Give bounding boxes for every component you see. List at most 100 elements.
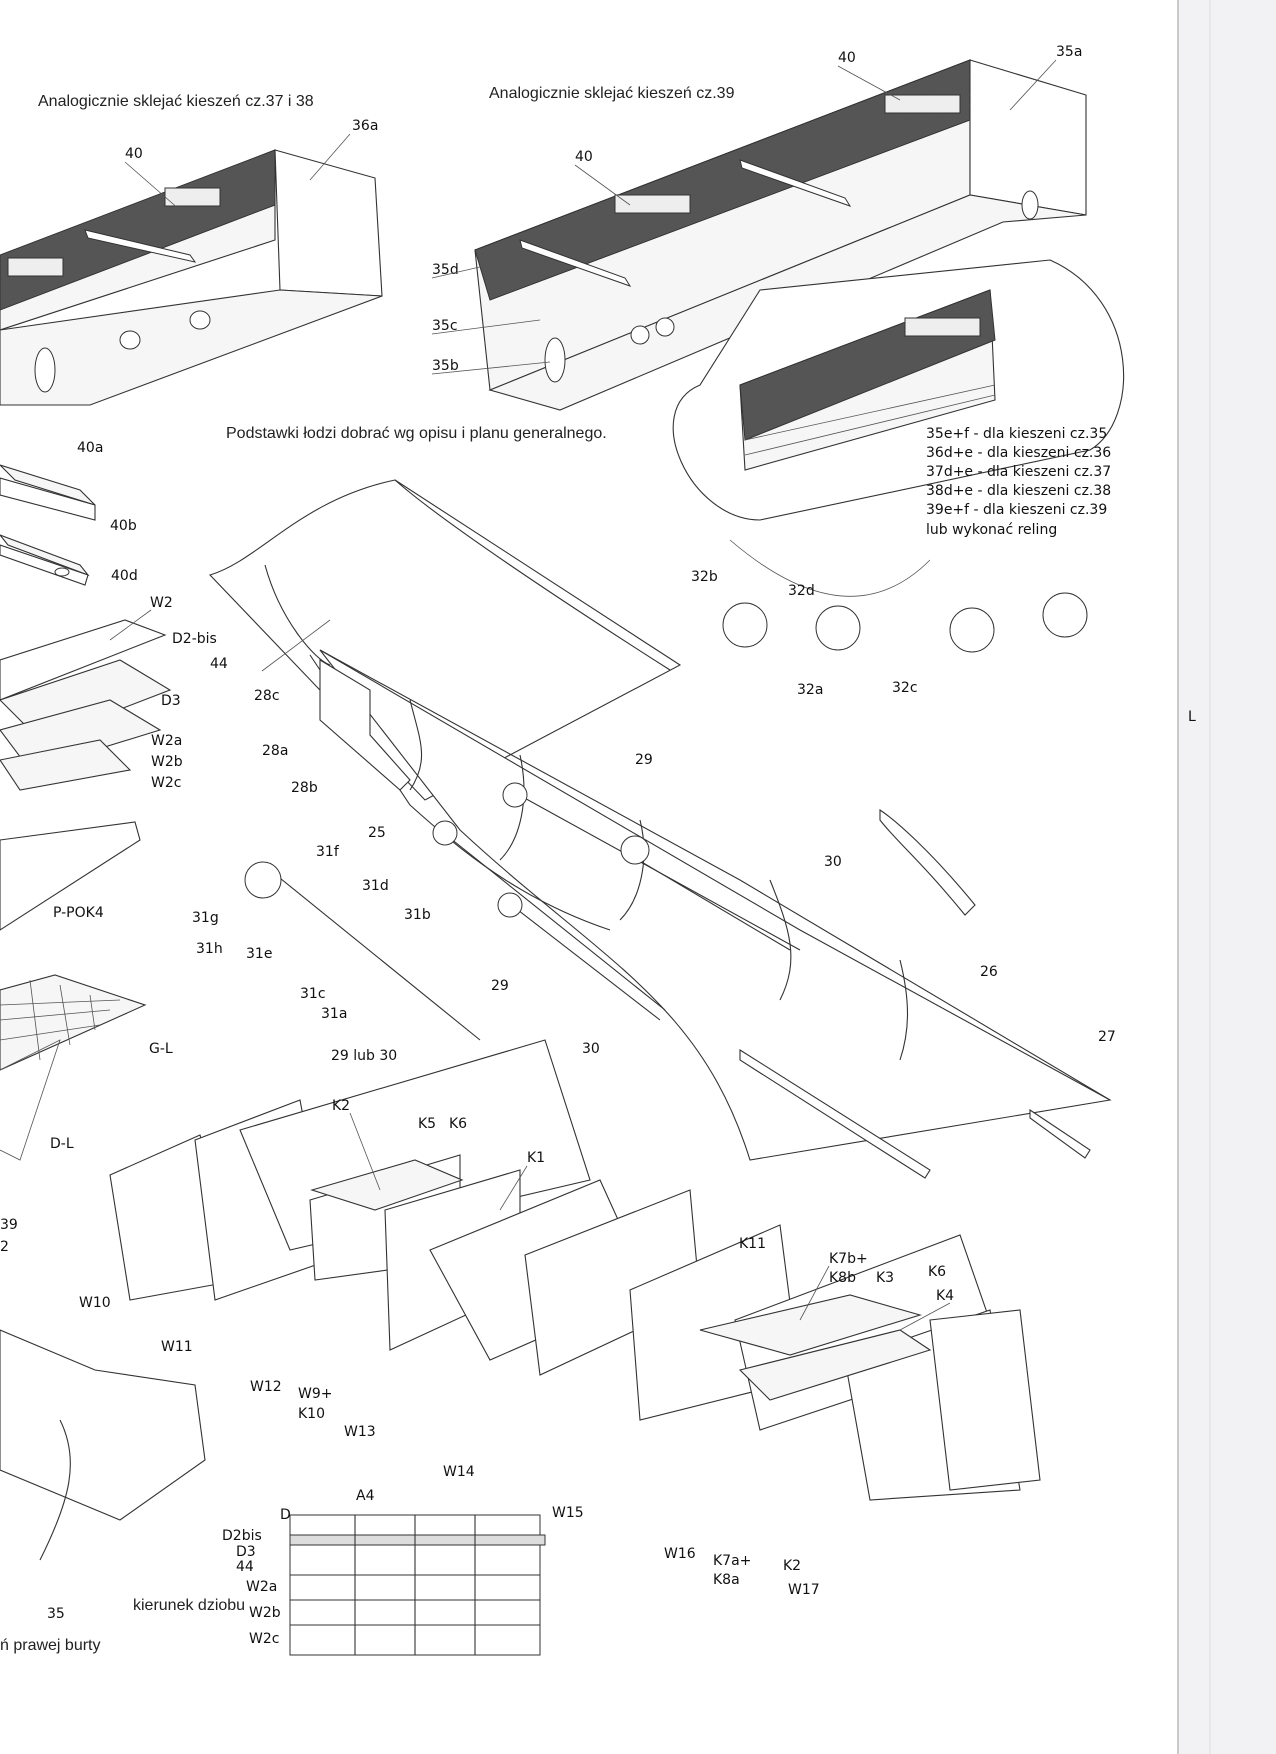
label-28a: 28a [262, 743, 288, 759]
label-K3: K3 [876, 1270, 894, 1286]
label-D3-b: D3 [236, 1544, 256, 1560]
label-K7a-K8a-line2: K8a [713, 1572, 740, 1588]
label-K6-b: K6 [928, 1264, 946, 1280]
label-W2: W2 [150, 595, 173, 611]
label-35d: 35d [432, 262, 459, 278]
pocket-rail-detail [672, 259, 1125, 597]
label-D2bis-b: D2bis [222, 1528, 262, 1544]
note-right-side: ń prawej burty [0, 1637, 101, 1654]
label-30-a: 30 [824, 854, 842, 870]
pocket-note-1: 35e+f - dla kieszeni cz.35 [926, 426, 1107, 442]
boat-stack-w2 [0, 619, 172, 791]
frame-g-l [0, 974, 147, 1161]
label-W9-K10-line1: W9+ [298, 1386, 332, 1402]
label-31g: 31g [192, 910, 219, 926]
label-28c: 28c [254, 688, 280, 704]
label-W15: W15 [552, 1505, 584, 1521]
label-28b: 28b [291, 780, 318, 796]
plate-p-pok4 [0, 821, 141, 931]
label-39-edge: 39 [0, 1217, 18, 1233]
pocket-note-2: 36d+e - dla kieszeni cz.36 [926, 445, 1111, 461]
label-K7b-K8b-line1: K7b+ [829, 1251, 868, 1267]
label-29-lub-30: 29 lub 30 [331, 1048, 397, 1064]
label-40-a: 40 [125, 146, 143, 162]
label-31e: 31e [246, 946, 272, 962]
propellers-32 [722, 592, 1088, 653]
label-44-b: 44 [236, 1559, 254, 1575]
label-W12: W12 [250, 1379, 282, 1395]
label-K11: K11 [739, 1236, 766, 1252]
label-29-a: 29 [635, 752, 653, 768]
label-K7a-K8a-line1: K7a+ [713, 1553, 751, 1569]
label-36a: 36a [352, 118, 378, 134]
note-glue-37-38: Analogicznie sklejać kieszeń cz.37 i 38 [38, 93, 314, 110]
label-35-edge: 35 [47, 1606, 65, 1622]
label-W16: W16 [664, 1546, 696, 1562]
label-31d: 31d [362, 878, 389, 894]
text-labels: Analogicznie sklejać kieszeń cz.37 i 38 … [0, 44, 1196, 1654]
label-K5: K5 [418, 1116, 436, 1132]
label-P-POK4: P-POK4 [53, 905, 104, 921]
label-W9-K10-line2: K10 [298, 1406, 325, 1422]
label-40-b: 40 [575, 149, 593, 165]
label-K2-a: K2 [332, 1098, 350, 1114]
label-K6-a: K6 [449, 1116, 467, 1132]
label-K1: K1 [527, 1150, 545, 1166]
page-edge-shadow [1178, 0, 1276, 1754]
pocket-note-6: lub wykonać reling [926, 522, 1057, 538]
superstructure-exploded [109, 1039, 1041, 1501]
label-D2-bis: D2-bis [172, 631, 217, 647]
pocket-notes: 35e+f - dla kieszeni cz.35 36d+e - dla k… [926, 426, 1111, 538]
label-A4: A4 [356, 1488, 375, 1504]
label-35a: 35a [1056, 44, 1082, 60]
label-31a: 31a [321, 1006, 347, 1022]
label-40d: 40d [111, 568, 138, 584]
section-diagram-a4 [289, 1514, 546, 1656]
hull-fragment-35 [0, 1329, 206, 1561]
label-W17: W17 [788, 1582, 820, 1598]
pocket-36-assembly [0, 149, 383, 406]
label-K7b-K8b-line2: K8b [829, 1270, 856, 1286]
note-glue-39: Analogicznie sklejać kieszeń cz.39 [489, 85, 735, 102]
label-31h: 31h [196, 941, 223, 957]
label-D3: D3 [161, 693, 181, 709]
label-40-c: 40 [838, 50, 856, 66]
label-W2b-b: W2b [249, 1605, 281, 1621]
pocket-note-4: 38d+e - dla kieszeni cz.38 [926, 483, 1111, 499]
label-32b: 32b [691, 569, 718, 585]
label-2-edge: 2 [0, 1239, 9, 1255]
pocket-note-5: 39e+f - dla kieszeni cz.39 [926, 502, 1107, 518]
label-35b: 35b [432, 358, 459, 374]
label-W14: W14 [443, 1464, 475, 1480]
label-G-L: G-L [149, 1041, 173, 1057]
label-32d: 32d [788, 583, 815, 599]
note-bow-direction: kierunek dziobu [133, 1597, 245, 1614]
part-labels: 40 36a 40 40 35a 35d 35c 35b 40a 40b 40d… [0, 44, 1196, 1647]
label-32c: 32c [892, 680, 918, 696]
label-40a: 40a [77, 440, 103, 456]
label-W2a: W2a [151, 733, 182, 749]
leader-lines [109, 59, 1057, 1331]
label-32a: 32a [797, 682, 823, 698]
label-25: 25 [368, 825, 386, 841]
propeller-shafts [244, 782, 801, 1041]
label-29-b: 29 [491, 978, 509, 994]
label-31b: 31b [404, 907, 431, 923]
label-W2b: W2b [151, 754, 183, 770]
label-31c: 31c [300, 986, 326, 1002]
label-W2c: W2c [151, 775, 181, 791]
label-31f: 31f [316, 844, 340, 860]
note-boat-stands: Podstawki łodzi dobrać wg opisu i planu … [226, 425, 607, 442]
label-L: L [1188, 709, 1196, 725]
hull-bow-section [208, 479, 1112, 1179]
label-40b: 40b [110, 518, 137, 534]
label-W2c-b: W2c [249, 1631, 279, 1647]
label-W10: W10 [79, 1295, 111, 1311]
label-W13: W13 [344, 1424, 376, 1440]
label-D: D [280, 1507, 291, 1523]
label-44: 44 [210, 656, 228, 672]
label-D-L: D-L [50, 1136, 74, 1152]
label-W2a-b: W2a [246, 1579, 277, 1595]
